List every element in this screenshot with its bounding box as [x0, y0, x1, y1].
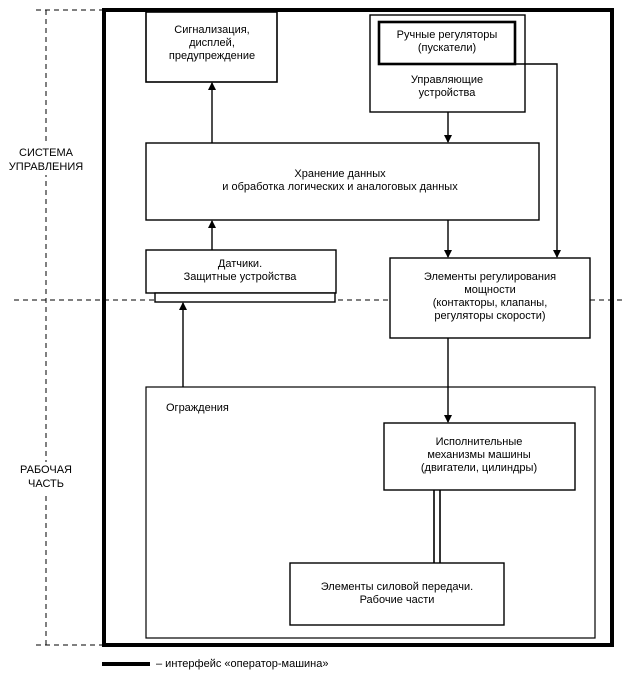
transmission-label: Элементы силовой передачи. Рабочие части: [321, 581, 473, 607]
power-control-label-line3: (контакторы, клапаны,: [432, 297, 548, 309]
power-control-box: [389, 257, 591, 339]
signaling-label: Сигнализация, дисплей, предупреждение: [169, 24, 255, 63]
side-label-control-system-line2: УПРАВЛЕНИЯ: [8, 161, 84, 173]
arrow-manual-to-power: [515, 63, 561, 258]
actuators-box: [383, 422, 576, 491]
power-control-label-line4: регуляторы скорости): [434, 310, 546, 322]
signaling-label-line1: Сигнализация,: [174, 24, 250, 36]
manual-regulators-box: [377, 20, 517, 66]
manual-regulators-label: Ручные регуляторы (пускатели): [397, 29, 498, 55]
side-label-control-system: СИСТЕМА УПРАВЛЕНИЯ: [8, 145, 84, 175]
guards-label: Ограждения: [166, 402, 229, 414]
data-processing-label: Хранение данных и обработка логических и…: [222, 168, 457, 194]
sensors-label-line1: Датчики.: [217, 258, 263, 270]
power-control-label-line1: Элементы регулирования: [423, 271, 557, 283]
legend-text: – интерфейс «оператор-машина»: [156, 658, 329, 670]
data-processing-label-line1: Хранение данных: [294, 168, 386, 180]
side-label-working-part-line1: РАБОЧАЯ: [20, 464, 72, 476]
manual-regulators-label-line2: (пускатели): [417, 42, 477, 54]
sensors-label: Датчики. Защитные устройства: [184, 258, 297, 284]
sensors-box: [145, 249, 337, 294]
signaling-label-line3: предупреждение: [168, 50, 256, 62]
side-label-control-system-line1: СИСТЕМА: [19, 147, 73, 159]
side-label-working-part: РАБОЧАЯ ЧАСТЬ: [20, 462, 72, 492]
data-processing-box: [145, 142, 540, 221]
sensors-interface-strip: [154, 292, 336, 303]
actuators-label-line2: механизмы машины: [427, 449, 531, 461]
signaling-box: [145, 11, 278, 83]
power-control-label-line2: мощности: [464, 284, 516, 296]
signaling-label-line2: дисплей,: [189, 37, 235, 49]
actuators-label-line1: Исполнительные: [435, 436, 523, 448]
control-devices-label-line1: Управляющие: [410, 74, 484, 86]
actuators-label: Исполнительные механизмы машины (двигате…: [421, 436, 537, 475]
actuators-label-line3: (двигатели, цилиндры): [420, 462, 538, 474]
transmission-label-line1: Элементы силовой передачи.: [320, 581, 474, 593]
side-label-working-part-line2: ЧАСТЬ: [28, 478, 64, 490]
control-devices-label: Управляющие устройства: [411, 74, 483, 100]
machine-frame: [102, 8, 614, 647]
control-devices-label-line2: устройства: [418, 87, 476, 99]
data-processing-label-line2: и обработка логических и аналоговых данн…: [222, 181, 458, 193]
sensors-label-line2: Защитные устройства: [183, 271, 297, 283]
power-control-label: Элементы регулирования мощности (контакт…: [424, 271, 556, 323]
transmission-box: [289, 562, 505, 626]
manual-regulators-label-line1: Ручные регуляторы: [396, 29, 498, 41]
transmission-label-line2: Рабочие части: [359, 594, 435, 606]
